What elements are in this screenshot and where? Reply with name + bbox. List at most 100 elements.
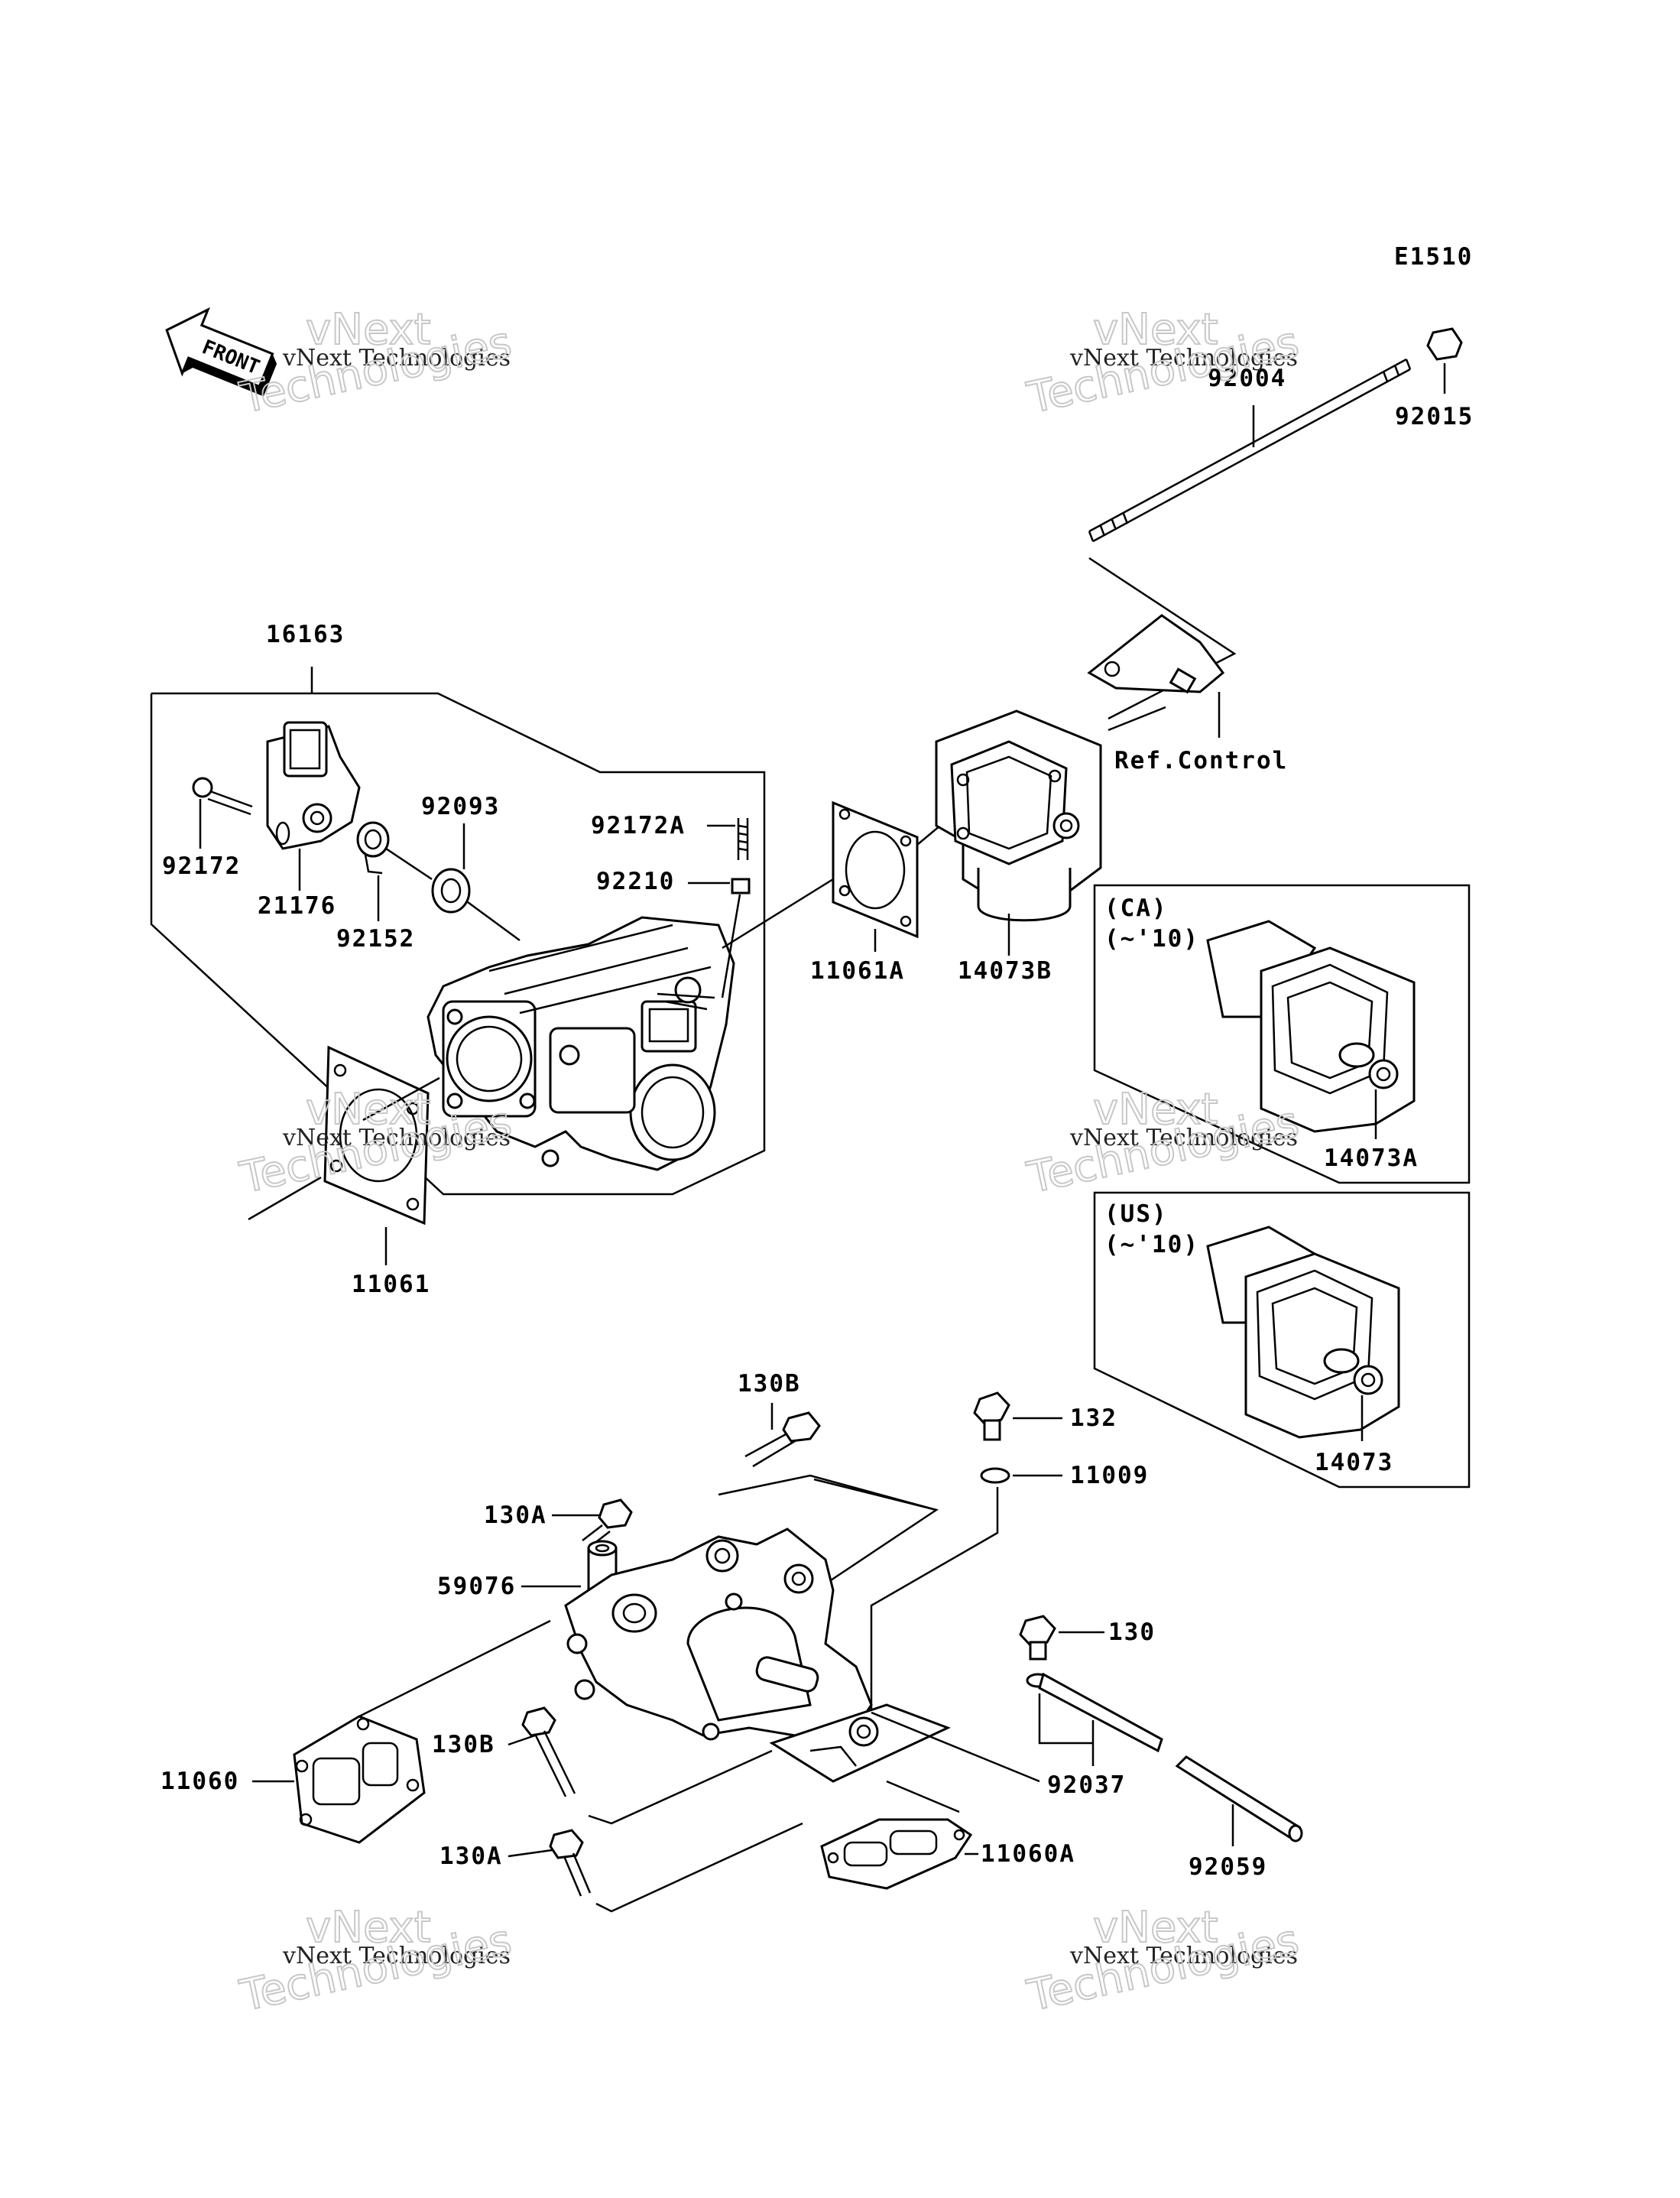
axis-line-e xyxy=(916,825,941,846)
assembly-frame xyxy=(150,692,766,1196)
bolt-130B-top xyxy=(744,1411,821,1468)
watermark-2: vNext vNext Technologies Technologies xyxy=(1022,304,1303,424)
callout-14073A: 14073A xyxy=(1324,1144,1419,1172)
guide-line-d xyxy=(588,1749,773,1825)
watermark-6: vNext vNext Technologies Technologies xyxy=(1022,1902,1303,2022)
intake-manifold-group: 130B 132 11009 130A 59076 xyxy=(161,1370,1303,1913)
callout-14073: 14073 xyxy=(1315,1449,1393,1476)
callout-59076: 59076 xyxy=(437,1573,516,1600)
throttle-position-sensor xyxy=(266,721,361,850)
bolt-132 xyxy=(973,1391,1010,1441)
watermark-5: vNext vNext Technologies Technologies xyxy=(235,1902,516,2022)
callout-11060: 11060 xyxy=(161,1768,239,1795)
gasket-11060 xyxy=(293,1715,426,1844)
bolt-130 xyxy=(1019,1615,1056,1661)
svg-text:vNext: vNext xyxy=(306,1085,431,1135)
gasket-11061 xyxy=(323,1045,430,1226)
guide-line-b xyxy=(813,1478,937,1511)
leader-130B-bottom xyxy=(508,1734,536,1746)
diagram-code: E1510 xyxy=(1394,243,1473,271)
tube-92059 xyxy=(1175,1755,1303,1842)
svg-text:vNext Technologies: vNext Technologies xyxy=(1069,345,1298,372)
guide-line-e xyxy=(595,1822,803,1913)
callout-130B-bottom: 130B xyxy=(432,1731,495,1758)
callout-130A-bottom: 130A xyxy=(439,1842,503,1870)
watermark-1: vNext vNext Technologies Technologies xyxy=(235,304,516,424)
svg-text:vNext: vNext xyxy=(1093,305,1218,355)
axis-line-f xyxy=(1108,706,1166,732)
us-variant-box: (US) (~'10) 14073 xyxy=(1093,1191,1471,1489)
gasket-11060A xyxy=(820,1818,973,1890)
callout-11009: 11009 xyxy=(1070,1462,1149,1489)
axis-line-c xyxy=(362,1076,440,1122)
bracket-ref-control xyxy=(1087,614,1225,694)
housing-14073A xyxy=(1206,920,1416,1133)
washer-92093 xyxy=(431,868,471,914)
callout-130B-top: 130B xyxy=(738,1370,801,1398)
callout-21176: 21176 xyxy=(258,892,336,920)
callout-11060A: 11060A xyxy=(981,1840,1075,1868)
screw-92172 xyxy=(192,777,253,816)
axis-line-g xyxy=(358,1619,551,1718)
svg-text:vNext: vNext xyxy=(1093,1903,1218,1953)
callout-11061: 11061 xyxy=(352,1271,430,1298)
callout-130: 130 xyxy=(1108,1618,1156,1646)
svg-text:vNext: vNext xyxy=(306,1903,431,1953)
callout-132: 132 xyxy=(1070,1404,1117,1432)
ca-variant-box: (CA) (~'10) 14073A xyxy=(1093,884,1471,1184)
svg-text:vNext Technologies: vNext Technologies xyxy=(1069,1943,1298,1969)
housing-14073B xyxy=(935,709,1102,922)
us-years-label: (~'10) xyxy=(1104,1231,1199,1258)
axis-line-b xyxy=(467,901,521,942)
svg-text:vNext Technologies: vNext Technologies xyxy=(1069,1125,1298,1151)
callout-92037: 92037 xyxy=(1047,1771,1126,1799)
callout-14073B: 14073B xyxy=(958,957,1052,985)
stud-axis xyxy=(721,894,741,998)
callout-92152: 92152 xyxy=(336,925,415,953)
clip-92152 xyxy=(356,821,390,875)
leader-130A-bottom xyxy=(508,1849,553,1858)
throttle-body xyxy=(426,916,735,1171)
leader-11061 xyxy=(248,1176,322,1221)
bracket-guide-line xyxy=(1088,557,1237,720)
callout-92015: 92015 xyxy=(1395,403,1474,430)
svg-text:vNext Technologies: vNext Technologies xyxy=(282,1943,511,1969)
callout-92172A: 92172A xyxy=(591,812,686,839)
guide-line-a xyxy=(718,1474,939,1611)
callout-11061A: 11061A xyxy=(810,957,905,985)
callout-92210: 92210 xyxy=(596,868,675,895)
svg-text:vNext Technologies: vNext Technologies xyxy=(282,345,511,372)
ca-years-label: (~'10) xyxy=(1104,925,1199,953)
axis-line-h xyxy=(886,1780,960,1813)
nut-92210 xyxy=(731,878,751,894)
rod-92004 xyxy=(1088,358,1412,543)
svg-text:vNext Technologies: vNext Technologies xyxy=(282,1125,511,1151)
clamp-92037 xyxy=(1026,1672,1163,1753)
leader-92037-a xyxy=(1038,1693,1093,1745)
stud-92172A xyxy=(737,818,749,860)
callout-16163: 16163 xyxy=(266,621,345,648)
housing-14073 xyxy=(1206,1226,1400,1439)
throttle-body-group: 16163 92172 21176 92152 xyxy=(150,621,766,1298)
axis-line-a xyxy=(385,847,433,881)
nut-92015 xyxy=(1426,327,1463,361)
gasket-11061A xyxy=(832,800,919,939)
svg-text:vNext: vNext xyxy=(1093,1085,1218,1135)
ca-region-label: (CA) xyxy=(1104,894,1168,922)
callout-92093: 92093 xyxy=(421,793,500,820)
guide-line-c xyxy=(870,1487,999,1713)
callout-ref-control: Ref.Control xyxy=(1114,747,1288,774)
callout-92172: 92172 xyxy=(162,852,241,880)
callout-92059: 92059 xyxy=(1189,1853,1267,1881)
intake-manifold xyxy=(564,1528,951,1783)
callout-92004: 92004 xyxy=(1208,365,1286,392)
washer-11009 xyxy=(980,1467,1010,1484)
svg-text:vNext: vNext xyxy=(306,305,431,355)
bolt-130A-top xyxy=(582,1498,633,1547)
axis-line-d xyxy=(722,878,834,950)
axis-line-i xyxy=(871,1711,1040,1783)
us-region-label: (US) xyxy=(1104,1200,1168,1228)
bolt-130A-bottom xyxy=(549,1829,592,1897)
callout-130A-top: 130A xyxy=(484,1502,547,1529)
